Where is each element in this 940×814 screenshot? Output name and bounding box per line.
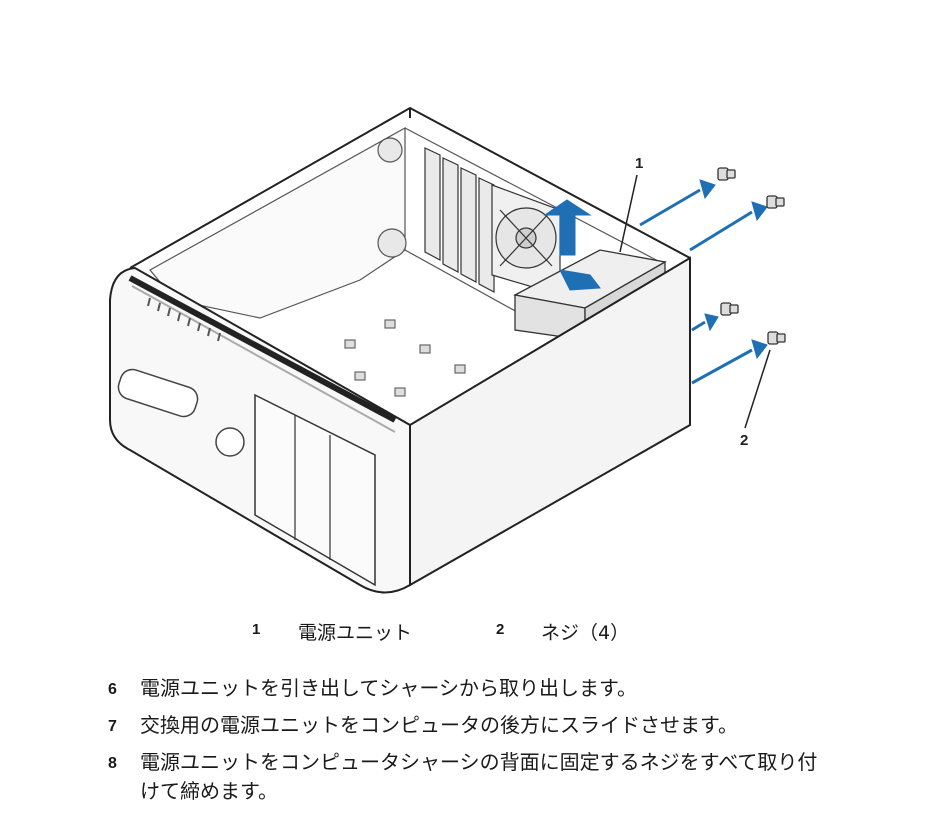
callout-2: 2 bbox=[740, 432, 749, 449]
chassis-drawing bbox=[109, 106, 786, 594]
legend-2-number: 2 bbox=[496, 621, 505, 638]
fan bbox=[491, 184, 561, 296]
screws bbox=[717, 167, 786, 345]
step-text: 交換用の電源ユニットをコンピュータの後方にスライドさせます。 bbox=[140, 713, 738, 737]
removal-arrows bbox=[543, 179, 768, 385]
front-bezel bbox=[109, 266, 411, 594]
expansion-slots bbox=[424, 147, 495, 293]
step-number: 7 bbox=[108, 718, 117, 735]
step-number: 6 bbox=[108, 681, 117, 698]
step-text: 電源ユニットをコンピュータシャーシの背面に固定するネジをすべて取り付けて締めます… bbox=[140, 750, 818, 803]
legend-1-number: 1 bbox=[252, 621, 261, 638]
computer-chassis-illustration: 1 2 bbox=[109, 106, 786, 594]
chassis-body bbox=[129, 106, 691, 269]
step-6: 6 電源ユニットを引き出してシャーシから取り出します。 bbox=[108, 674, 908, 703]
step-8: 8 電源ユニットをコンピュータシャーシの背面に固定するネジをすべて取り付けて締め… bbox=[108, 748, 908, 806]
callout-lines bbox=[619, 174, 771, 429]
chassis-interior bbox=[149, 126, 661, 397]
step-number: 8 bbox=[108, 755, 117, 772]
step-7: 7 交換用の電源ユニットをコンピュータの後方にスライドさせます。 bbox=[108, 711, 908, 740]
step-text: 電源ユニットを引き出してシャーシから取り出します。 bbox=[140, 676, 637, 700]
legend-2-label: ネジ（4） bbox=[541, 622, 630, 644]
instruction-steps: 6 電源ユニットを引き出してシャーシから取り出します。 7 交換用の電源ユニット… bbox=[108, 674, 908, 814]
legend-1-label: 電源ユニット bbox=[298, 622, 413, 644]
callout-1: 1 bbox=[635, 155, 644, 172]
